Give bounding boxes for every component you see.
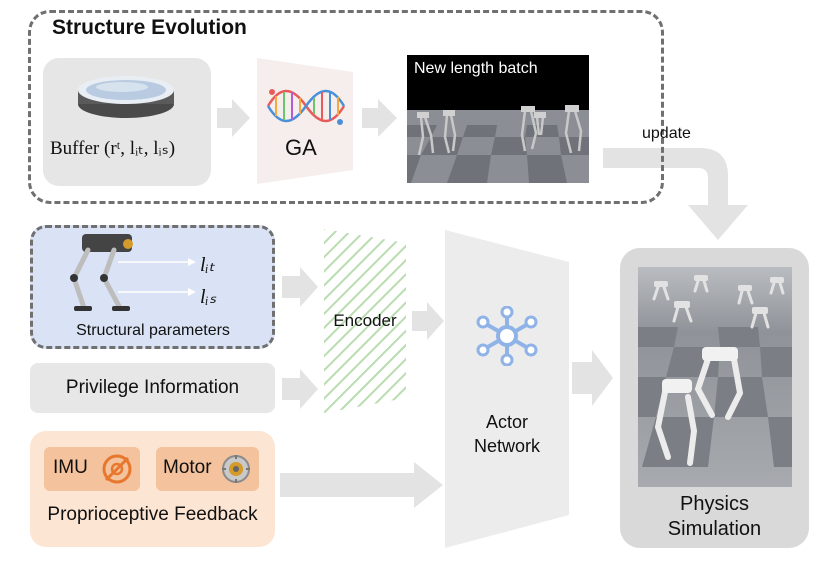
motor-icon [222,455,250,483]
param-lt-label: lᵢₜ [200,254,215,276]
imu-icon [102,454,132,484]
robot-leg-icon [70,234,133,311]
buffer-disk-icon [78,76,174,118]
actor-label-line1: Actor [485,412,528,432]
structure-evolution-panel [28,10,664,204]
arrow-update [603,148,748,240]
imu-label: IMU [53,457,88,478]
buffer-label: Buffer (rᵗ, lᵢₜ, lᵢₛ) [50,138,176,159]
encoder-label: Encoder [333,311,397,330]
checker-floor-image [407,105,589,183]
privilege-label: Privilege Information [65,377,240,398]
ga-trapezoid [257,58,353,184]
panel-title: Structure Evolution [52,16,247,39]
simulation-label-line1: Physics [680,493,749,515]
video-caption: New length batch [414,60,538,77]
dna-icon [266,89,346,125]
arrow-encoder-to-actor [412,302,444,340]
actor-network-label: Actor Network [445,410,569,458]
encoder-shape [324,229,406,413]
motor-label: Motor [163,457,212,478]
arrow-struct-to-encoder [282,267,318,307]
arrow-ga-to-video [362,99,397,137]
proprioceptive-label: Proprioceptive Feedback [47,504,258,525]
structural-caption: Structural parameters [76,322,230,339]
privilege-box [30,363,275,413]
parameter-arrows [118,258,196,296]
imu-chip [44,447,140,491]
arrow-priv-to-encoder [282,369,318,409]
simulation-label: Physics Simulation [620,492,809,542]
arrow-buffer-to-ga [217,99,250,137]
param-ls-label: lᵢₛ [200,286,217,308]
length-batch-view [407,55,589,183]
structural-parameters-panel [30,225,275,349]
ga-label: GA [285,135,317,160]
actor-trapezoid [445,230,569,548]
simulation-image [638,267,792,487]
actor-label-line2: Network [473,436,540,456]
network-icon [476,306,538,366]
arrow-proprio-to-actor [280,462,443,508]
simulation-view [638,267,792,487]
arrow-actor-to-sim [572,350,613,406]
update-label: update [642,125,691,142]
simulation-label-line2: Simulation [667,518,762,540]
